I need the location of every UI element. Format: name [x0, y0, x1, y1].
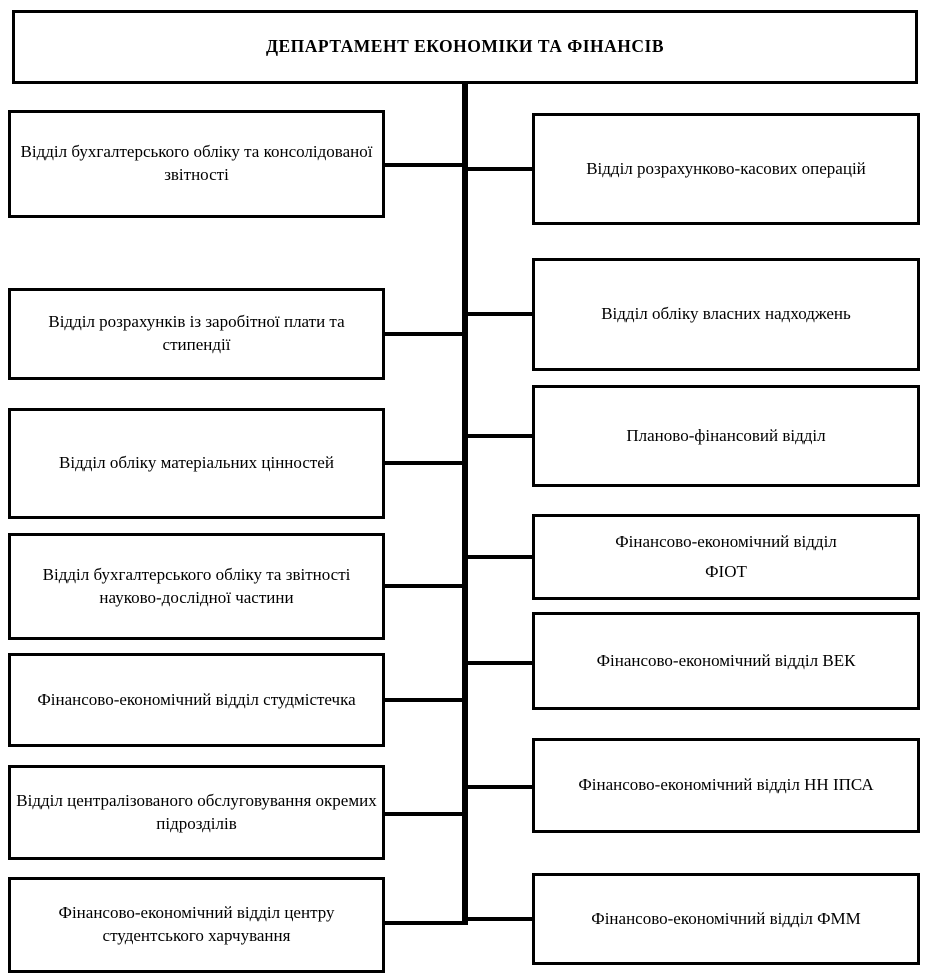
org-box-payroll-stipends: Відділ розрахунків із заробітної плати т…: [8, 288, 385, 380]
connector-right-7: [465, 917, 535, 921]
org-box-label: Відділ розрахунково-касових операцій: [586, 158, 866, 178]
connector-right-6: [465, 785, 535, 789]
org-box-label: Фінансово-економічний відділ НН ІПСА: [578, 775, 874, 795]
connector-right-2: [465, 312, 535, 316]
connector-right-5: [465, 661, 535, 665]
org-box-centralized-service: Відділ централізованого обслуговування о…: [8, 765, 385, 860]
org-box-vek-finance: Фінансово-економічний відділ ВЕК: [532, 612, 920, 710]
org-box-label: Відділ бухгалтерського обліку та звітнос…: [42, 564, 351, 607]
connector-right-4: [465, 555, 535, 559]
org-box-label: Планово-фінансовий відділ: [626, 425, 826, 445]
org-box-label: Відділ бухгалтерського обліку та консолі…: [20, 142, 373, 184]
connector-left-4: [380, 584, 465, 588]
org-box-student-catering-finance: Фінансово-економічний відділ центру студ…: [8, 877, 385, 973]
org-box-fiot-finance: Фінансово-економічний відділ ФІОТ: [532, 514, 920, 600]
connector-left-6: [380, 812, 465, 816]
connector-left-3: [380, 461, 465, 465]
org-box-label: Відділ обліку матеріальних цінностей: [59, 453, 334, 473]
org-box-cash-operations: Відділ розрахунково-касових операцій: [532, 113, 920, 225]
org-box-label: Відділ централізованого обслуговування о…: [16, 790, 377, 833]
org-box-own-revenues: Відділ обліку власних надходжень: [532, 258, 920, 371]
trunk-line: [462, 84, 468, 925]
org-box-label: Фінансово-економічний відділ ФММ: [591, 908, 861, 928]
connector-right-3: [465, 434, 535, 438]
org-box-label: Відділ розрахунків із заробітної плати т…: [48, 312, 345, 354]
org-box-label: Фінансово-економічний відділ ФІОТ: [615, 532, 837, 581]
connector-left-5: [380, 698, 465, 702]
org-box-label: Фінансово-економічний відділ центру студ…: [58, 903, 335, 945]
org-box-campus-finance: Фінансово-економічний відділ студмістечк…: [8, 653, 385, 747]
connector-left-1: [380, 163, 465, 167]
org-box-planning-finance: Планово-фінансовий відділ: [532, 385, 920, 487]
org-box-label: Відділ обліку власних надходжень: [601, 304, 851, 324]
org-box-material-assets: Відділ обліку матеріальних цінностей: [8, 408, 385, 519]
org-box-fmm-finance: Фінансово-економічний відділ ФММ: [532, 873, 920, 965]
connector-right-1: [465, 167, 535, 171]
org-box-label: Фінансово-економічний відділ ВЕК: [596, 650, 856, 670]
department-title: ДЕПАРТАМЕНТ ЕКОНОМІКИ ТА ФІНАНСІВ: [265, 36, 665, 57]
org-box-ipsa-finance: Фінансово-економічний відділ НН ІПСА: [532, 738, 920, 833]
connector-left-2: [380, 332, 465, 336]
org-box-label: Фінансово-економічний відділ студмістечк…: [37, 689, 356, 709]
connector-left-7: [380, 921, 465, 925]
org-box-research-accounting: Відділ бухгалтерського обліку та звітнос…: [8, 533, 385, 640]
department-title-box: ДЕПАРТАМЕНТ ЕКОНОМІКИ ТА ФІНАНСІВ: [12, 10, 918, 84]
org-box-accounting-consolidated: Відділ бухгалтерського обліку та консолі…: [8, 110, 385, 218]
